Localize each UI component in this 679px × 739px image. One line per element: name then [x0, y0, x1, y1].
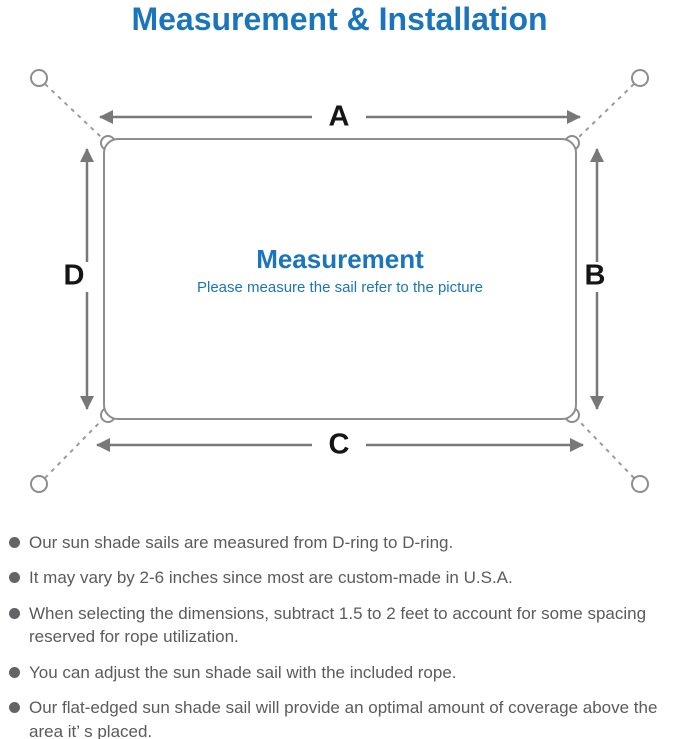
list-item-text: It may vary by 2-6 inches since most are…: [29, 568, 513, 588]
list-item-text: Our flat-edged sun shade sail will provi…: [29, 698, 658, 739]
rope-top-right: [578, 83, 635, 138]
dimension-label-b: B: [584, 259, 606, 292]
list-item-text: When selecting the dimensions, subtract …: [29, 603, 647, 647]
anchor-ring-bottom-left-icon: [30, 475, 48, 493]
bullet-dot-icon: [9, 572, 20, 584]
bullet-dot-icon: [9, 666, 20, 678]
dimension-label-d: D: [63, 259, 85, 292]
dimension-label-c: C: [328, 428, 350, 461]
rope-bottom-right: [578, 420, 635, 479]
list-item: When selecting the dimensions, subtract …: [9, 602, 671, 649]
measurement-heading: Measurement: [256, 244, 424, 274]
bullet-dot-icon: [9, 702, 20, 714]
measurement-subtitle: Please measure the sail refer to the pic…: [197, 279, 483, 296]
sail-measurement-diagram: [30, 69, 649, 493]
anchor-ring-top-left-icon: [30, 69, 48, 87]
sail-center-caption: Measurement Please measure the sail refe…: [104, 246, 576, 295]
anchor-ring-icons: [30, 69, 649, 493]
sail-outline: [103, 138, 577, 420]
dimension-label-a: A: [328, 100, 350, 133]
anchor-ring-top-right-icon: [631, 69, 649, 87]
bullet-dot-icon: [9, 537, 20, 548]
list-item: You can adjust the sun shade sail with t…: [9, 661, 671, 684]
list-item-text: Our sun shade sails are measured from D-…: [29, 533, 454, 552]
list-item: It may vary by 2-6 inches since most are…: [9, 566, 671, 589]
anchor-rope-lines: [44, 83, 635, 479]
list-item: Our flat-edged sun shade sail will provi…: [9, 696, 671, 739]
rope-top-left: [44, 83, 102, 138]
list-item: Our sun shade sails are measured from D-…: [9, 531, 671, 554]
rope-bottom-left: [44, 420, 102, 479]
dimension-arrows: [80, 110, 604, 452]
page-title: Measurement & Installation: [131, 1, 548, 37]
bullet-dot-icon: [9, 607, 20, 619]
list-item-text: You can adjust the sun shade sail with t…: [29, 662, 457, 682]
instruction-list: Our sun shade sails are measured from D-…: [9, 531, 671, 739]
anchor-ring-bottom-right-icon: [631, 475, 649, 493]
